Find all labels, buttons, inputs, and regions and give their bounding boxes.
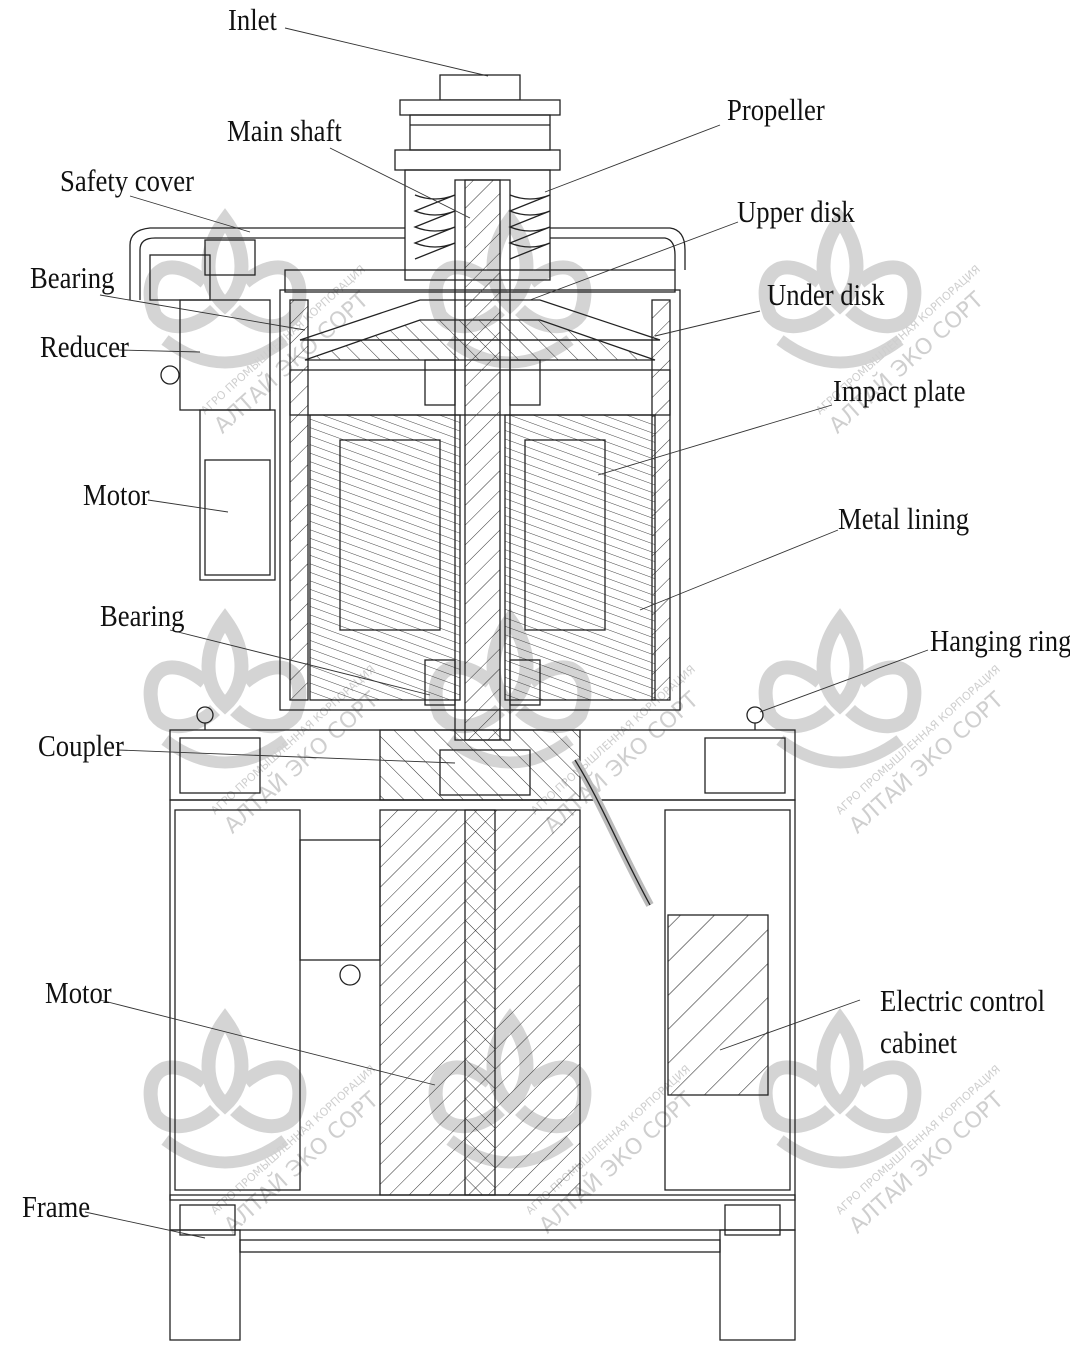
- label-motor-main: Motor: [45, 975, 112, 1010]
- label-electric-control-cabinet: Electric control cabinet: [880, 983, 1046, 1060]
- label-bearing-lower: Bearing: [100, 598, 185, 633]
- lining-part: [309, 414, 656, 701]
- reducer-motor-part: [160, 299, 276, 581]
- machine-drawing: [129, 74, 796, 1341]
- main-shaft-part: [424, 179, 541, 741]
- label-motor-small: Motor: [83, 477, 150, 512]
- label-bearing-top: Bearing: [30, 260, 115, 295]
- label-propeller: Propeller: [727, 92, 825, 127]
- control-cabinet-part: [667, 914, 769, 1096]
- label-under-disk: Under disk: [767, 277, 885, 312]
- label-reducer: Reducer: [40, 329, 129, 364]
- label-upper-disk: Upper disk: [737, 194, 855, 229]
- label-hanging-ring: Hanging ring: [930, 623, 1070, 658]
- label-frame: Frame: [22, 1189, 91, 1224]
- housing-part: [279, 289, 681, 711]
- motor-body-part: [169, 757, 796, 1201]
- label-inlet: Inlet: [228, 2, 277, 37]
- label-metal-lining: Metal lining: [838, 501, 970, 536]
- frame-part: [169, 1194, 796, 1341]
- label-safety-cover: Safety cover: [60, 163, 194, 198]
- label-coupler: Coupler: [38, 728, 124, 763]
- label-main-shaft: Main shaft: [227, 113, 342, 148]
- label-impact-plate: Impact plate: [833, 373, 966, 408]
- leader-lines: [84, 27, 929, 1239]
